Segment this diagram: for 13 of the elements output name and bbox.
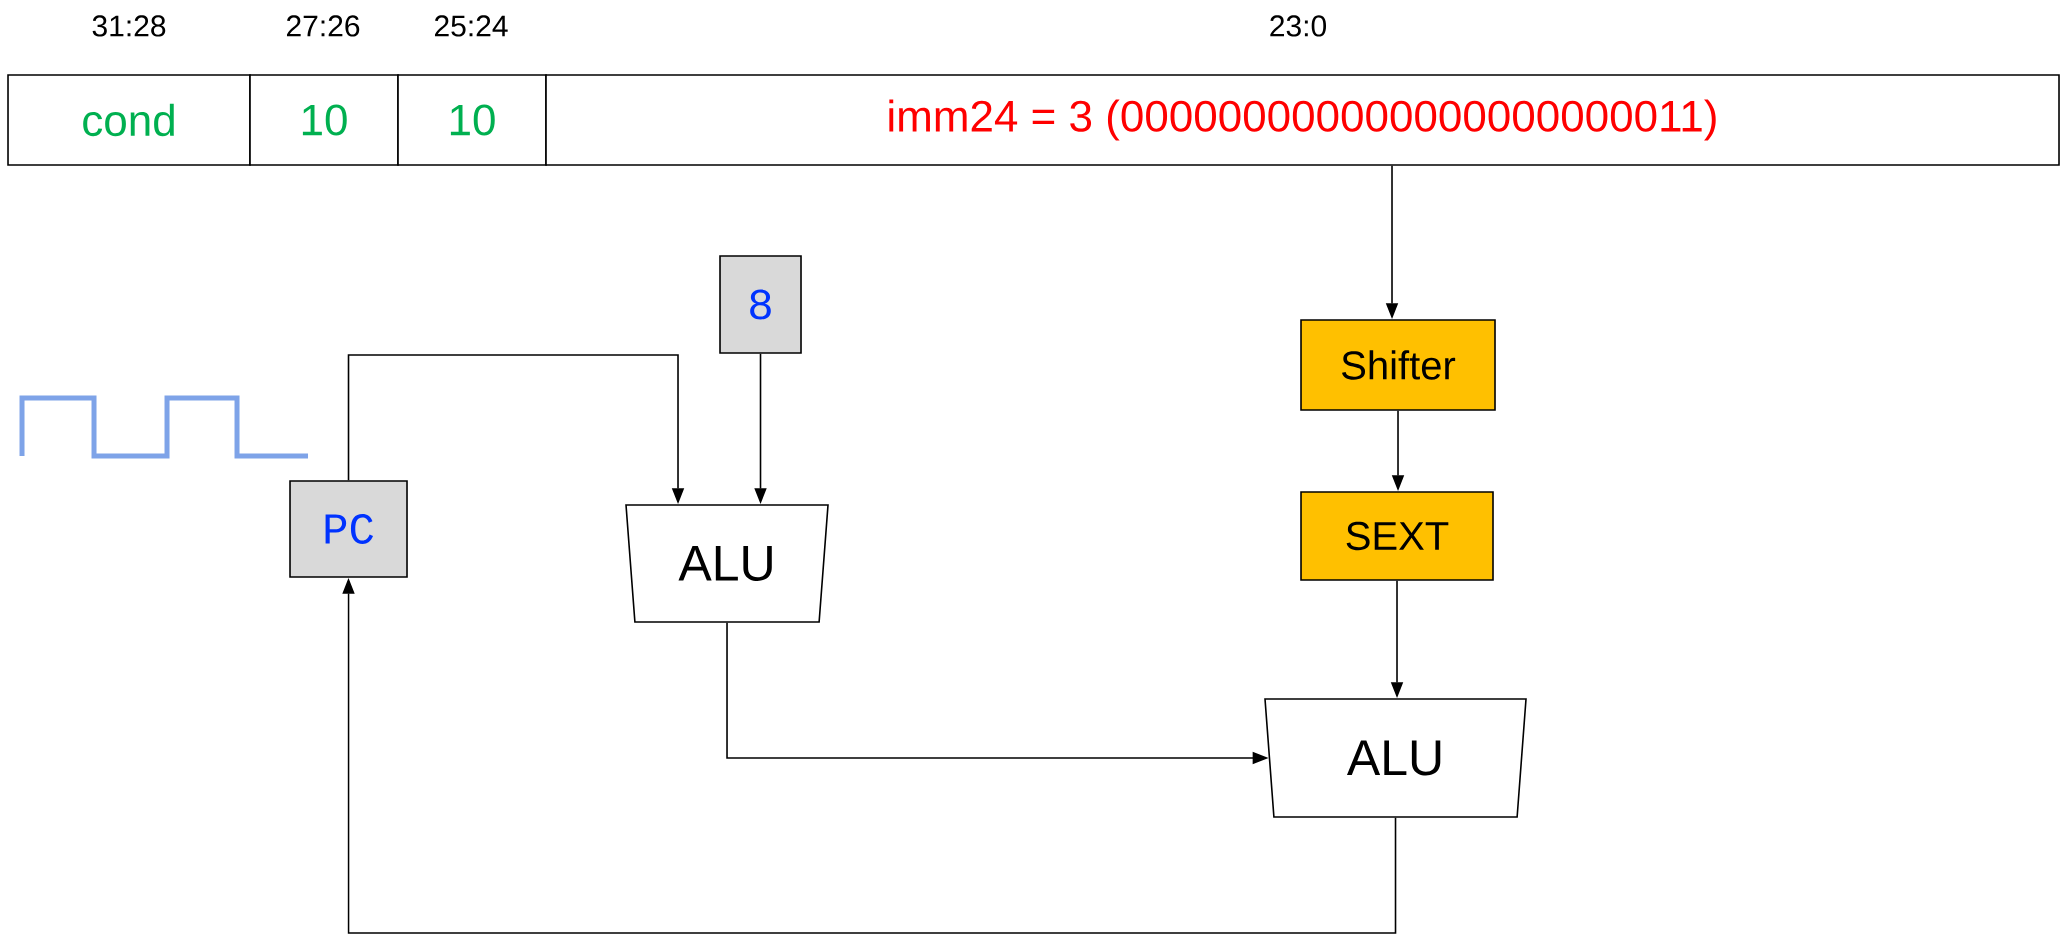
alu-trapezoid: ALU <box>625 504 829 623</box>
register-box: PC <box>289 480 408 578</box>
alu-trapezoid: ALU <box>1264 698 1527 818</box>
constant-box: 8 <box>719 255 802 354</box>
bit-range-label: 27:26 <box>287 15 360 37</box>
instruction-field-cell: cond <box>7 74 251 166</box>
bit-range-label: 23:0 <box>1270 15 1327 37</box>
shifter-box: Shifter <box>1300 319 1496 411</box>
instruction-field-cell: 10 <box>397 74 547 166</box>
sign-extend-box: SEXT <box>1300 491 1494 581</box>
instruction-field-cell: 10 <box>249 74 399 166</box>
bit-range-label: 25:24 <box>435 15 508 37</box>
bit-range-label: 31:28 <box>92 15 166 37</box>
